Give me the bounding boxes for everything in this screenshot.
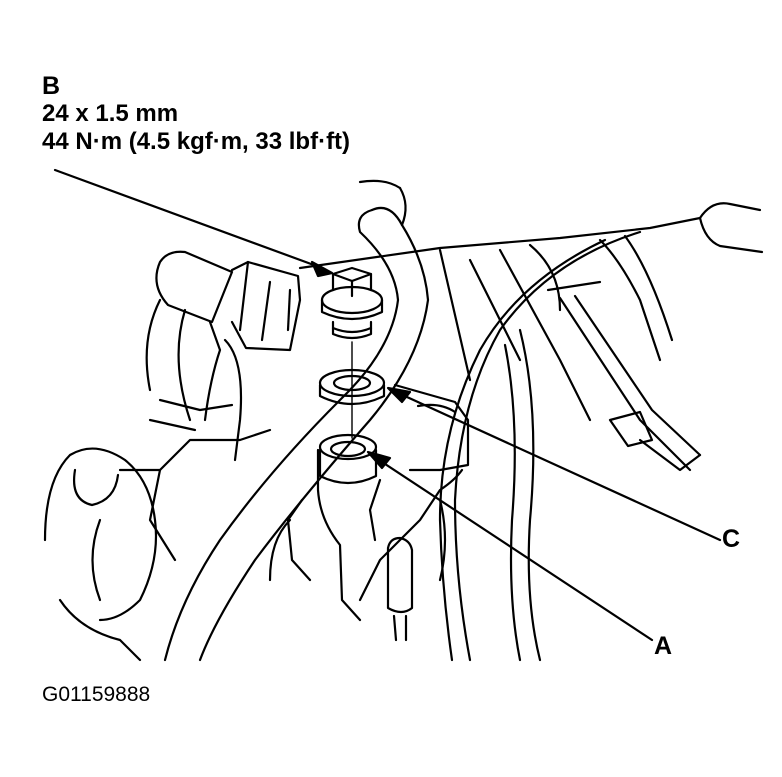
leader-line-b bbox=[55, 170, 332, 276]
diagonal-vent-hose bbox=[165, 208, 428, 660]
transmission-case-outline bbox=[300, 181, 762, 470]
bolt-thread-spec: 24 x 1.5 mm bbox=[42, 100, 179, 127]
lower-left-housing bbox=[45, 400, 270, 660]
drain-plug-bolt-b bbox=[322, 268, 382, 338]
left-sensor-connector bbox=[147, 252, 300, 460]
drain-port-a bbox=[320, 435, 376, 483]
figure-id: G01159888 bbox=[42, 683, 151, 706]
callout-label-a: A bbox=[654, 632, 673, 660]
small-lower-pipe bbox=[388, 538, 412, 640]
bolt-torque-spec: 44 N·m (4.5 kgf·m, 33 lbf·ft) bbox=[42, 128, 351, 155]
callout-label-c: C bbox=[722, 525, 741, 553]
right-curved-hose bbox=[440, 232, 640, 660]
leader-line-a bbox=[368, 452, 652, 640]
leader-line-c bbox=[388, 388, 720, 540]
callout-label-b: B bbox=[42, 72, 61, 100]
drain-port-housing bbox=[270, 385, 468, 620]
